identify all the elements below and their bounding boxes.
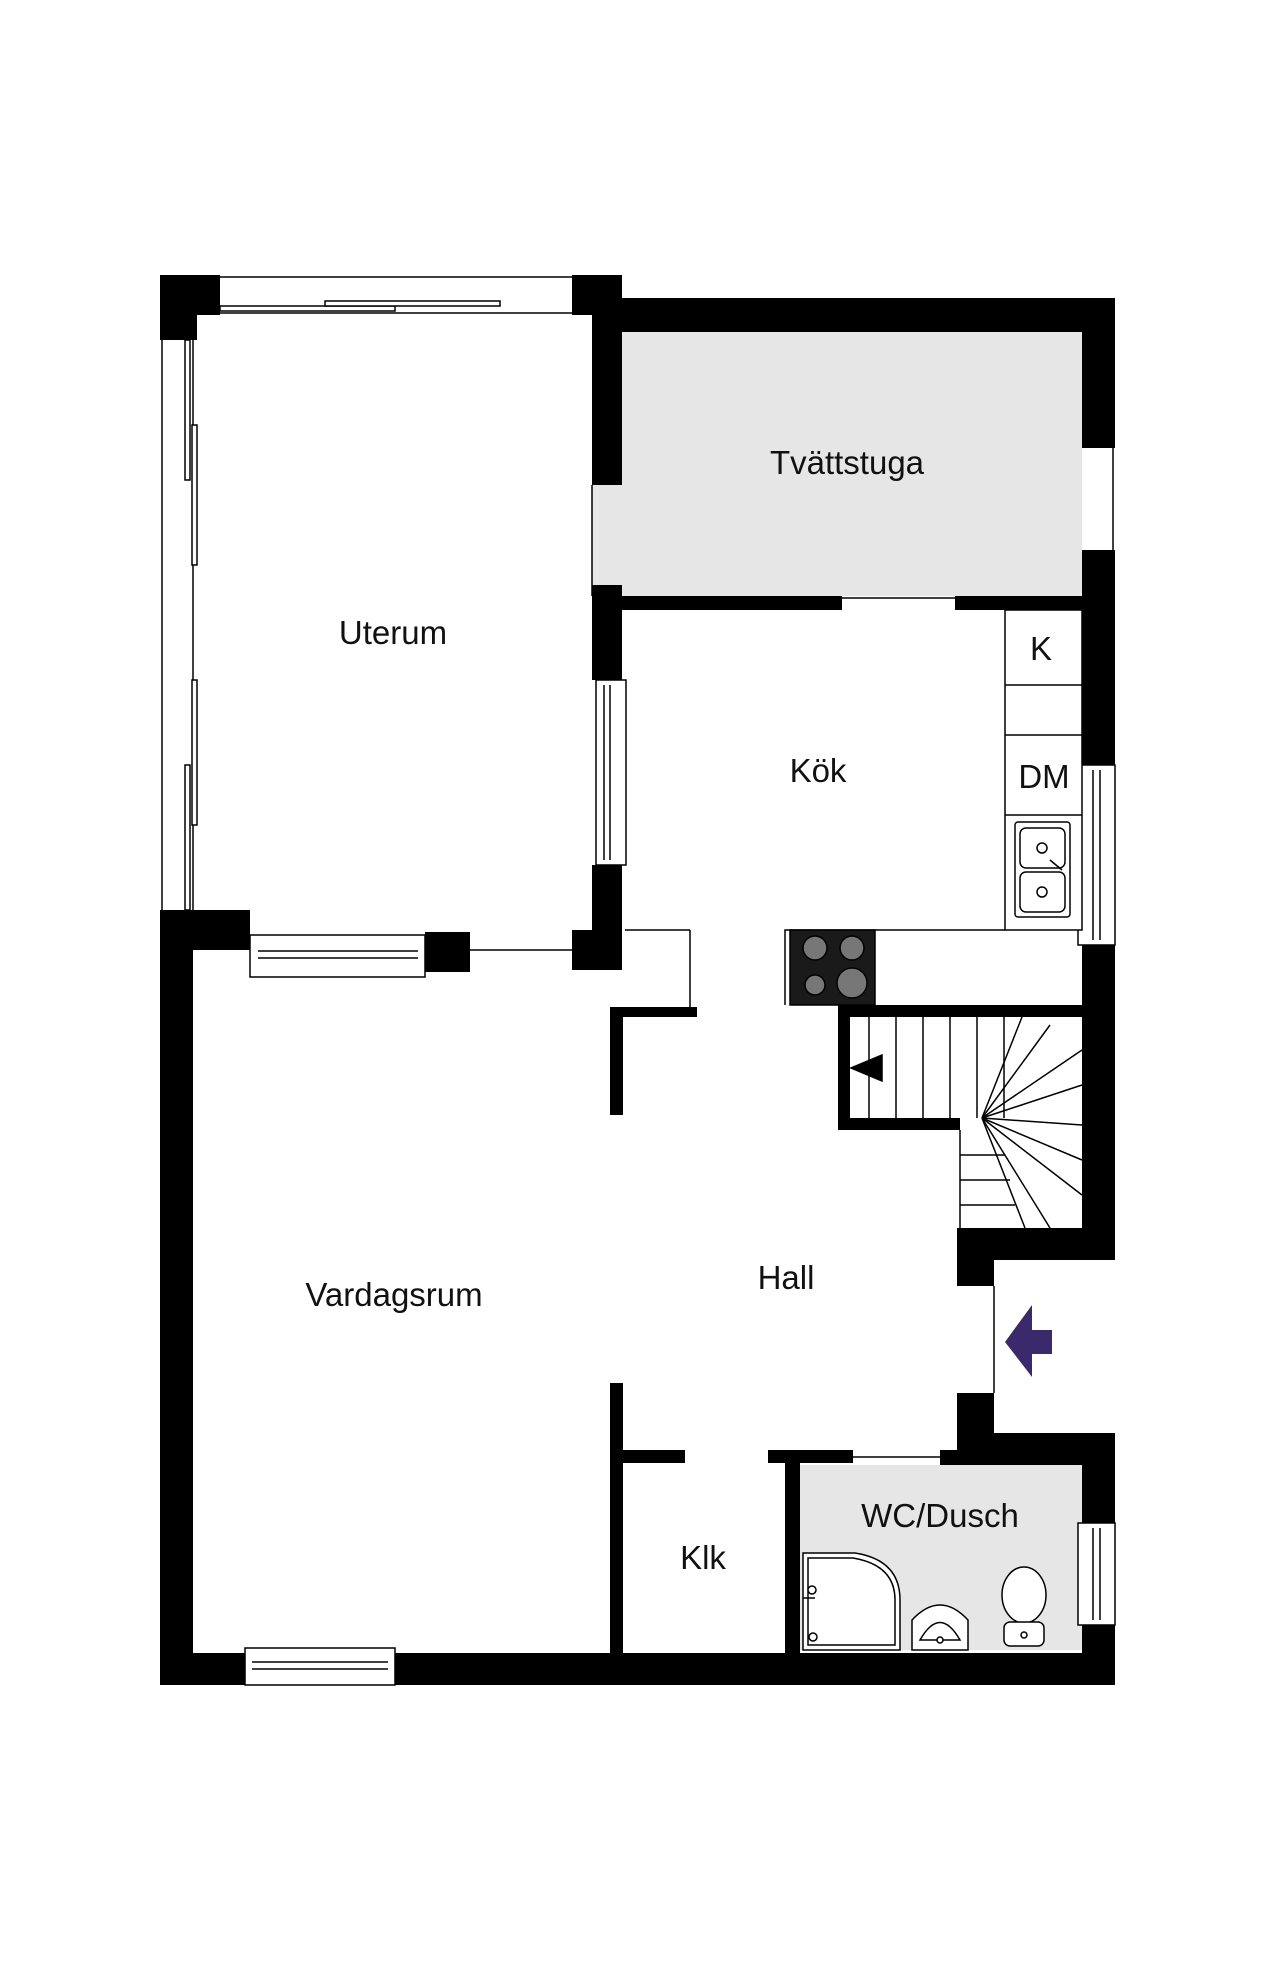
wall-entrance-upper-stub bbox=[957, 1228, 994, 1286]
room-label-klk: Klk bbox=[680, 1539, 726, 1576]
kitchen-fixtures bbox=[625, 609, 1083, 1007]
room-label-wc-dusch: WC/Dusch bbox=[861, 1497, 1019, 1534]
wall-klk-wc-divider bbox=[785, 1450, 800, 1653]
washbasin-icon bbox=[911, 1604, 969, 1651]
wall-stairs-top bbox=[840, 1005, 1082, 1017]
stairs-direction-arrow-icon bbox=[849, 1053, 883, 1083]
stove-icon bbox=[789, 929, 876, 1006]
uterum-left-slider-3 bbox=[191, 679, 198, 826]
wall-bottom-left bbox=[160, 1653, 245, 1685]
wall-hall-left-lower bbox=[610, 1383, 623, 1653]
wall-right-upper bbox=[1082, 298, 1115, 448]
wall-left bbox=[160, 910, 193, 1685]
wall-wc-right-upper bbox=[1082, 1433, 1115, 1523]
vardagsrum-top-window bbox=[249, 934, 426, 978]
uterum-top-slider-2 bbox=[324, 300, 501, 307]
bathroom-fixtures bbox=[802, 1552, 1047, 1651]
wall-bottom-right bbox=[395, 1653, 1115, 1685]
uterum-left-slider-2 bbox=[191, 424, 198, 566]
wall-tvatt-bottom-right bbox=[955, 596, 1115, 610]
room-label-uterum: Uterum bbox=[339, 614, 447, 651]
kok-right-window bbox=[1077, 764, 1116, 946]
wall-right-mid bbox=[1082, 550, 1115, 765]
sink-icon bbox=[1014, 821, 1071, 918]
wall-klk-top-left bbox=[610, 1450, 685, 1463]
tvattstuga-floor bbox=[592, 332, 1082, 596]
wall-tvatt-left-upper bbox=[592, 298, 622, 485]
wall-uterum-corner-tl-b bbox=[160, 275, 197, 340]
windows bbox=[161, 276, 1116, 1686]
room-labels: Tvättstuga Uterum K Kök DM Vardagsrum Ha… bbox=[305, 444, 1069, 1576]
wall-vardagsrum-top-right bbox=[425, 932, 470, 972]
room-label-hall: Hall bbox=[758, 1259, 815, 1296]
vardagsrum-bottom-window bbox=[244, 1647, 396, 1686]
uterum-left-slider-1 bbox=[184, 339, 191, 481]
stairs bbox=[849, 1016, 1083, 1229]
room-label-vardagsrum: Vardagsrum bbox=[305, 1276, 482, 1313]
wall-tvatt-top bbox=[592, 298, 1115, 332]
wc-right-window bbox=[1077, 1522, 1116, 1626]
wall-stairs-bottom bbox=[838, 1118, 960, 1130]
wall-tvatt-bottom-left bbox=[592, 596, 842, 610]
wall-klk-top-right bbox=[768, 1450, 853, 1463]
uterum-kok-window bbox=[595, 679, 627, 866]
wall-right-lower bbox=[1082, 945, 1115, 1260]
room-label-kok: Kök bbox=[790, 752, 847, 789]
wall-cupboard-bottom bbox=[610, 1007, 697, 1017]
wall-hall-left-upper bbox=[610, 1010, 623, 1115]
wall-kok-left-upper bbox=[592, 585, 622, 680]
toilet-icon bbox=[1001, 1566, 1047, 1647]
openings bbox=[470, 448, 1114, 1458]
room-label-tvattstuga: Tvättstuga bbox=[770, 444, 925, 481]
wall-wc-right-lower bbox=[1082, 1625, 1115, 1685]
uterum-top-slider-1 bbox=[219, 305, 396, 312]
wall-entrance-lower-stub bbox=[957, 1393, 994, 1433]
room-label-k: K bbox=[1030, 630, 1052, 667]
uterum-left-slider-4 bbox=[184, 764, 191, 911]
wall-stairs-left bbox=[838, 1005, 850, 1130]
wall-wc-top-right bbox=[940, 1450, 1085, 1465]
shower-icon bbox=[802, 1552, 901, 1651]
entrance-arrow-icon bbox=[1005, 1305, 1052, 1377]
wall-kok-left-foot bbox=[572, 930, 622, 970]
walls bbox=[160, 275, 1115, 1685]
room-label-dm: DM bbox=[1018, 758, 1069, 795]
wet-room-floors bbox=[592, 332, 1085, 1650]
